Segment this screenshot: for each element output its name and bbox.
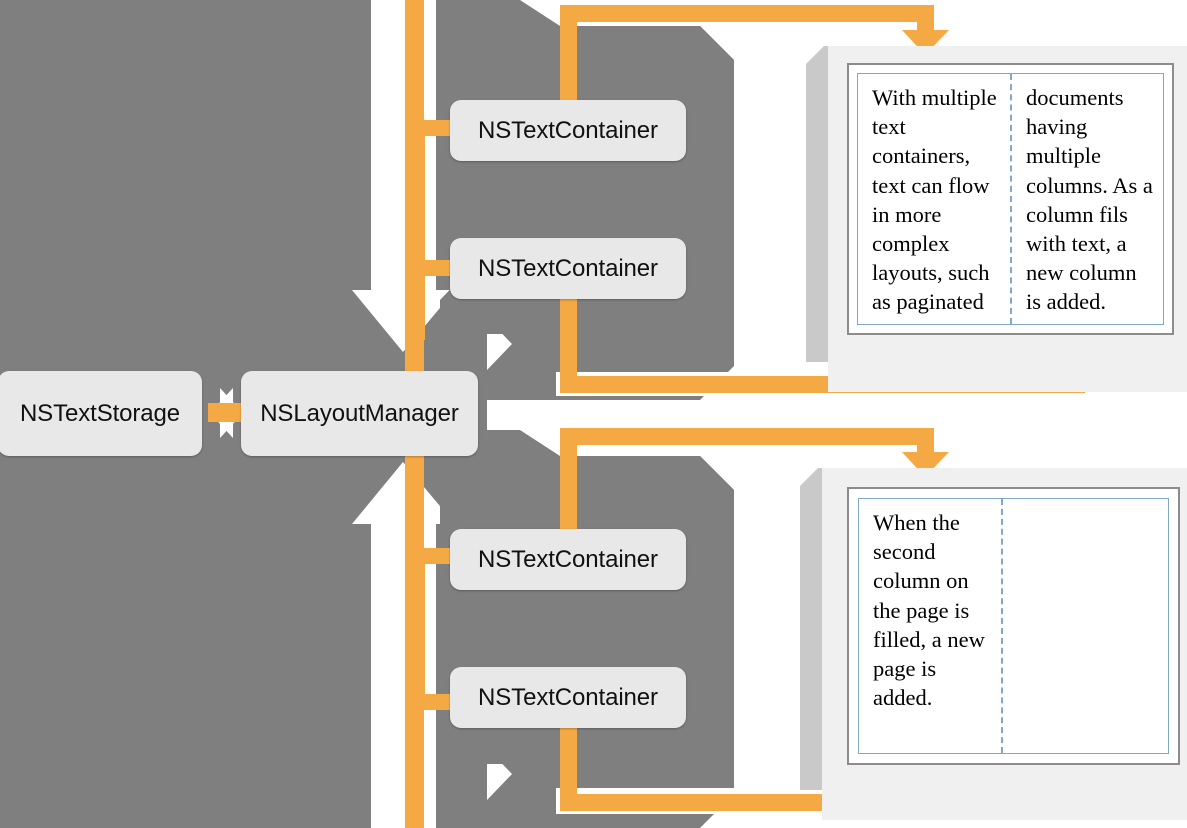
document-one-column-divider [1010, 74, 1012, 324]
document-two-column-2 [1001, 499, 1168, 753]
document-two-column-divider [1001, 499, 1003, 753]
object-nstextstorage[interactable]: NSTextStorage [0, 371, 202, 456]
flow-container3-to-page2 [556, 420, 976, 548]
document-one-column-1: With multiple text containers, text can … [872, 85, 997, 315]
document-two-text-frame: When the second column on the page is fi… [858, 498, 1169, 754]
object-nstextcontainer-4[interactable]: NSTextContainer [450, 667, 686, 728]
document-one-page: With multiple text containers, text can … [847, 63, 1174, 335]
link-storage-layoutmanager [208, 388, 248, 438]
object-nstextcontainer-1[interactable]: NSTextContainer [450, 100, 686, 161]
object-nslayoutmanager[interactable]: NSLayoutManager [241, 371, 478, 456]
branch-spine-bottom [409, 548, 425, 710]
document-two-column-1: When the second column on the page is fi… [873, 510, 985, 711]
object-nstextcontainer-2[interactable]: NSTextContainer [450, 238, 686, 299]
document-two-page: When the second column on the page is fi… [847, 487, 1180, 765]
document-one-text-frame: With multiple text containers, text can … [857, 73, 1164, 325]
object-nstextcontainer-3[interactable]: NSTextContainer [450, 529, 686, 590]
document-one-column-2: documents having multiple columns. As a … [1026, 85, 1153, 315]
flow-container1-to-page1 [560, 5, 953, 113]
branch-spine-top [409, 120, 425, 340]
